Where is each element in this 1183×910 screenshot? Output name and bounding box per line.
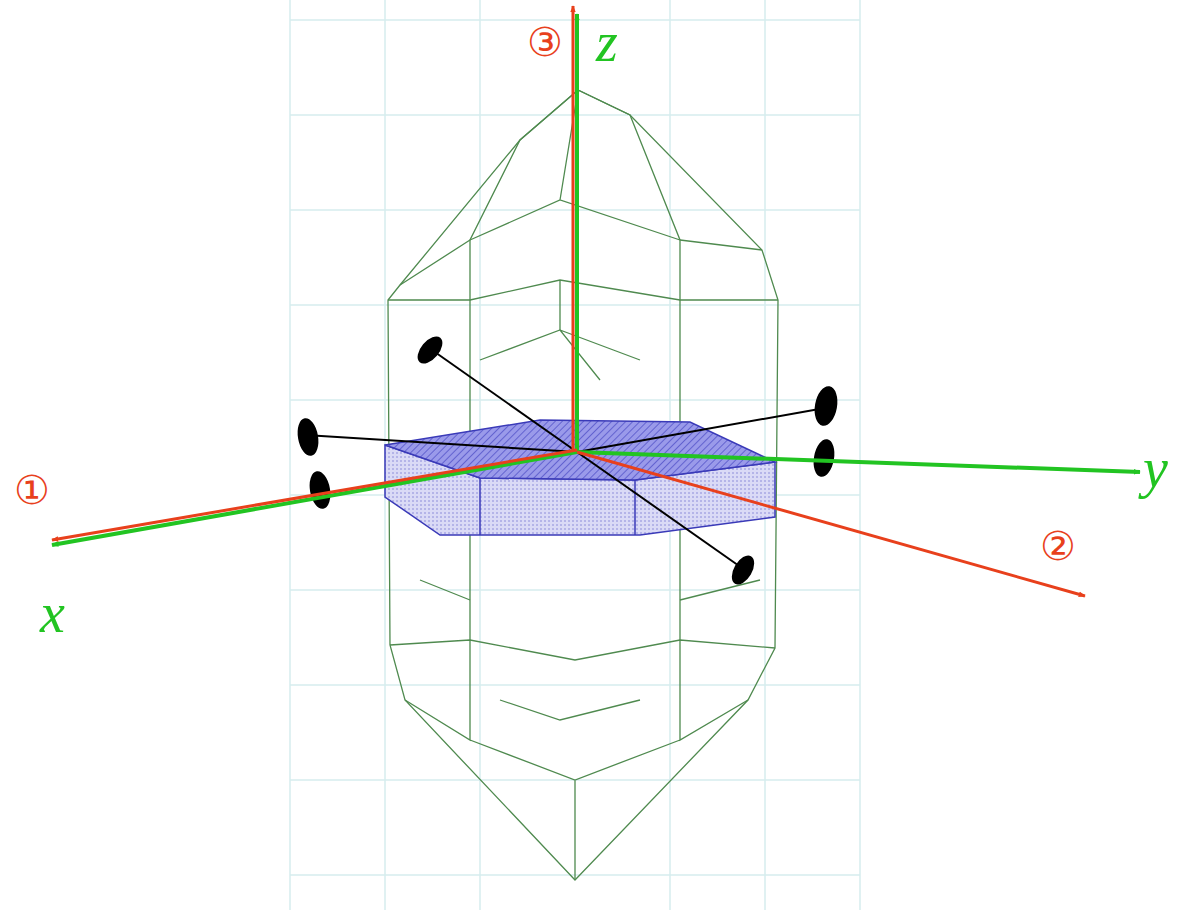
green-axes bbox=[52, 14, 1140, 545]
axis-name: x bbox=[40, 585, 65, 641]
axis-number: ③ bbox=[527, 22, 563, 62]
axis-number: ① bbox=[14, 470, 50, 510]
axis-name: z bbox=[596, 14, 618, 70]
axis-number: ② bbox=[1040, 526, 1076, 566]
background-grid bbox=[290, 0, 860, 910]
red-axes bbox=[52, 6, 1085, 596]
axis-name: y bbox=[1143, 440, 1168, 496]
